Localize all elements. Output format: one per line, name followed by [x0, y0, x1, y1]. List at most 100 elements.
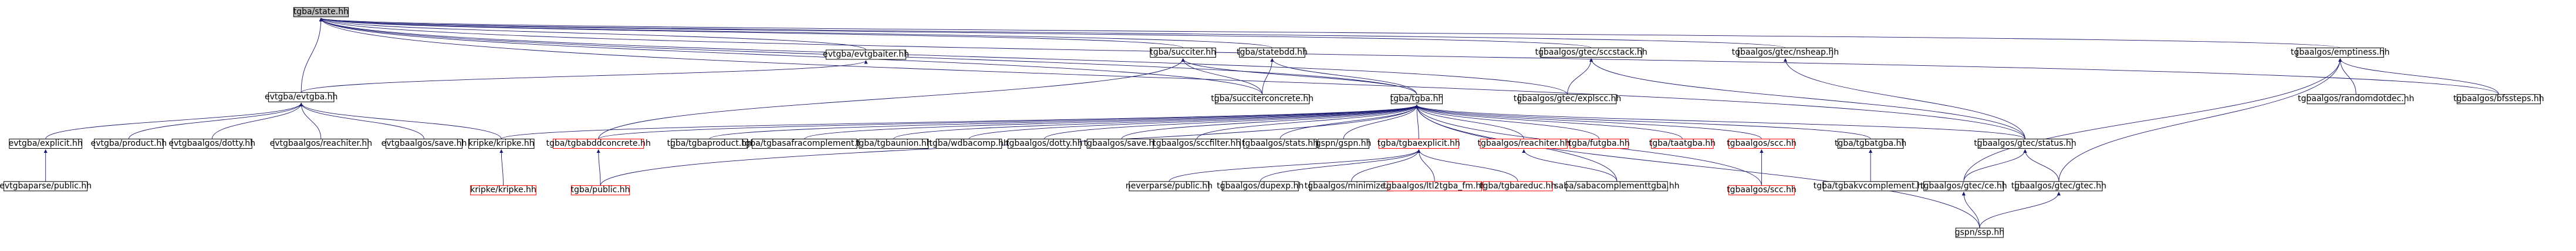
graph-node[interactable]: kripke/kripke.hh — [468, 139, 535, 149]
graph-node-box — [268, 92, 335, 102]
graph-edge — [319, 18, 1272, 48]
graph-node[interactable]: evtgbaparse/public.hh — [0, 181, 92, 192]
graph-node[interactable]: tgba/state.hh — [293, 7, 349, 18]
graph-node-box — [2456, 94, 2541, 105]
graph-node[interactable]: tgbaalgos/bfssteps.hh — [2453, 94, 2544, 105]
graph-node[interactable]: tgba/tgbaunion.hh — [856, 139, 932, 149]
graph-node[interactable]: tgbaalgos/stats.hh — [1242, 139, 1318, 149]
graph-node[interactable]: neverparse/public.hh — [1126, 181, 1213, 192]
graph-node-label: tgbaalgos/gtec/status.hh — [1974, 139, 2076, 148]
graph-node[interactable]: evtgbaalgos/dotty.hh — [168, 139, 255, 149]
graph-node[interactable]: gspn/ssp.hh — [1955, 227, 2004, 238]
graph-edge — [301, 60, 868, 93]
graph-node-label: tgba/tgbatgba.hh — [1835, 139, 1906, 148]
graph-node[interactable]: tgbaalgos/gtec/nsheap.hh — [1732, 48, 1839, 58]
graph-node-label: evtgbaparse/public.hh — [0, 181, 92, 190]
graph-edge — [1522, 149, 1618, 182]
graph-node[interactable]: tgba/tgbareduc.hh — [1480, 181, 1556, 192]
graph-edge — [1260, 149, 1421, 182]
graph-node[interactable]: tgbaalgos/gtec/gtec.hh — [2011, 181, 2106, 192]
graph-node[interactable]: tgba/public.hh — [571, 185, 630, 196]
graph-node-box — [1243, 139, 1317, 149]
graph-node-box — [1483, 181, 1553, 192]
graph-node[interactable]: tgba/succiter.hh — [1150, 48, 1216, 58]
graph-node[interactable]: tgbaalgos/sccfilter.hh — [1153, 139, 1241, 149]
graph-node-label: tgbaalgos/save.hh — [1084, 139, 1160, 148]
graph-edge — [1417, 149, 1435, 182]
graph-node[interactable]: kripke/kripke.hh — [470, 185, 536, 196]
graph-edge — [319, 18, 1592, 48]
graph-node[interactable]: tgba/tgbaproduct.hh — [667, 139, 752, 149]
graph-node-box — [1129, 181, 1210, 192]
graph-node-label: gspn/gspn.hh — [1316, 139, 1372, 148]
graph-node[interactable]: tgbaalgos/randomdotdec.hh — [2298, 94, 2414, 105]
graph-node[interactable]: tgbaalgos/gtec/explscc.hh — [1514, 94, 1622, 105]
graph-node-box — [293, 7, 349, 18]
graph-node[interactable]: tgba/tgbatgba.hh — [1835, 139, 1906, 149]
graph-node-label: evtgba/explicit.hh — [9, 139, 83, 148]
graph-node-box — [552, 139, 644, 149]
graph-node[interactable]: tgbaalgos/dotty.hh — [1006, 139, 1083, 149]
graph-node-box — [1214, 94, 1310, 105]
graph-node[interactable]: tgbaalgos/gtec/status.hh — [1974, 139, 2077, 149]
graph-node-box — [1923, 181, 2004, 192]
edge-layer — [43, 18, 2499, 229]
graph-edge — [1414, 105, 1524, 139]
graph-node-label: evtgbaalgos/dotty.hh — [168, 139, 255, 148]
graph-node[interactable]: evtgba/evtgba.hh — [265, 92, 337, 102]
graph-node-box — [1390, 94, 1443, 105]
graph-node[interactable]: tgba/tgbakvcomplement.hh — [1814, 181, 1928, 192]
graph-node[interactable]: tgba/statebdd.hh — [1237, 48, 1308, 58]
graph-node-label: tgbaalgos/ltl2tgba_fm.hh — [1383, 181, 1487, 190]
graph-node[interactable]: tgba/futgba.hh — [1568, 139, 1630, 149]
graph-node[interactable]: tgba/succiterconcrete.hh — [1211, 94, 1314, 105]
graph-node[interactable]: tgbaalgos/gtec/ce.hh — [1920, 181, 2007, 192]
graph-node[interactable]: tgbaalgos/scc.hh — [1727, 139, 1797, 149]
graph-node-label: neverparse/public.hh — [1126, 181, 1213, 190]
graph-node[interactable]: tgba/taatgba.hh — [1649, 139, 1716, 149]
graph-node-box — [470, 185, 536, 196]
graph-node[interactable]: tgbaalgos/ltl2tgba_fm.hh — [1383, 181, 1487, 192]
graph-edge — [299, 102, 424, 139]
graph-node[interactable]: tgbaalgos/emptiness.hh — [2291, 48, 2390, 58]
graph-node[interactable]: tgba/tgbaexplicit.hh — [1378, 139, 1460, 149]
graph-node[interactable]: tgbaalgos/minimize.hh — [1305, 181, 1399, 192]
graph-node[interactable]: evtgba/evtgbaiter.hh — [823, 49, 909, 60]
graph-edge — [598, 58, 1185, 139]
graph-node-label: tgba/succiterconcrete.hh — [1211, 94, 1314, 103]
graph-node[interactable]: evtgbaalgos/reachiter.hh — [270, 139, 373, 149]
graph-node-label: tgba/tgba.hh — [1390, 94, 1444, 103]
graph-edge — [1783, 58, 2025, 139]
graph-edge — [128, 102, 303, 139]
graph-node[interactable]: tgbaalgos/save.hh — [1084, 139, 1160, 149]
graph-node[interactable]: tgbaalgos/dupexp.hh — [1217, 181, 1304, 192]
graph-node[interactable]: tgba/tgba.hh — [1390, 94, 1444, 105]
graph-node-box — [2015, 181, 2103, 192]
graph-node-box — [1651, 139, 1714, 149]
graph-node[interactable]: evtgbaalgos/save.hh — [381, 139, 467, 149]
graph-node-label: tgbaalgos/bfssteps.hh — [2453, 94, 2544, 103]
graph-node-label: tgba/tgbareduc.hh — [1480, 181, 1556, 190]
graph-node[interactable]: tgbaalgos/gtec/sccstack.hh — [1535, 48, 1647, 58]
graph-node-label: tgbaalgos/gtec/gtec.hh — [2011, 181, 2106, 190]
graph-edge — [1262, 58, 1274, 95]
graph-node[interactable]: saba/sabacomplementtgba.hh — [1554, 181, 1680, 192]
graph-edge — [968, 105, 1419, 139]
graph-edge — [1414, 105, 1683, 139]
graph-edge — [2338, 58, 2499, 95]
graph-node[interactable]: tgba/tgbabddconcrete.hh — [546, 139, 651, 149]
graph-node-label: tgba/succiter.hh — [1150, 48, 1216, 57]
graph-node-label: tgba/statebdd.hh — [1237, 48, 1308, 57]
graph-node[interactable]: tgbaalgos/scc.hh — [1727, 185, 1797, 196]
graph-node-box — [274, 139, 369, 149]
graph-node[interactable]: gspn/gspn.hh — [1316, 139, 1372, 149]
graph-edge — [319, 18, 2499, 95]
graph-node[interactable]: evtgba/product.hh — [91, 139, 167, 149]
graph-node[interactable]: tgba/tgbasafracomplement.hh — [742, 139, 867, 149]
graph-node-label: evtgba/evtgbaiter.hh — [823, 50, 909, 59]
graph-node-box — [468, 139, 535, 149]
graph-node[interactable]: tgbaalgos/reachiter.hh — [1477, 139, 1570, 149]
graph-node[interactable]: tgba/wdbacomp.hh — [929, 139, 1009, 149]
graph-node-box — [2296, 48, 2384, 58]
graph-node[interactable]: evtgba/explicit.hh — [9, 139, 83, 149]
